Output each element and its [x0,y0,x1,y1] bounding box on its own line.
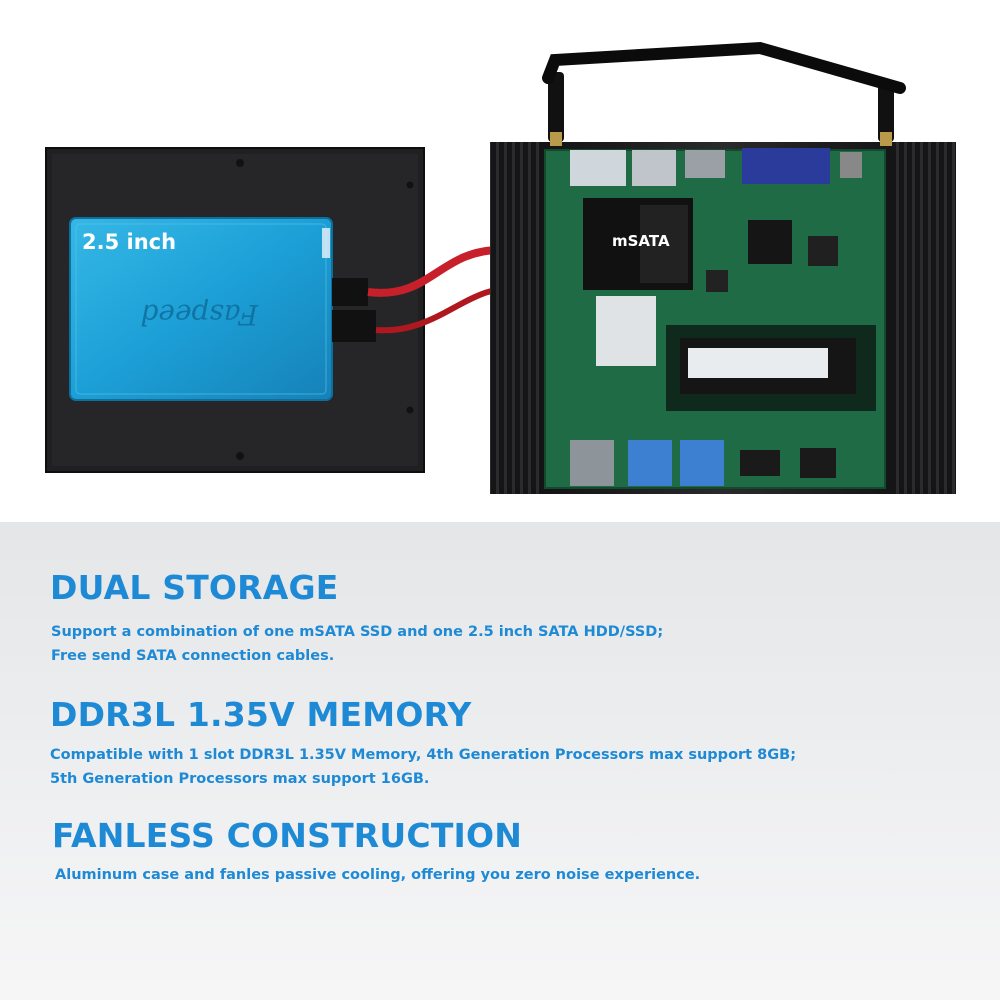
description-line: Free send SATA connection cables. [51,648,335,664]
hdd-size-label: 2.5 inch [82,230,177,254]
hdd-brand-logo: Faspeed [140,298,259,331]
hdd-drive [69,217,376,401]
section-heading-dual-storage: DUAL STORAGE [50,568,339,607]
motherboard [544,148,886,489]
mini-pc-illustration: Faspeed [45,41,956,494]
description-line: Compatible with 1 slot DDR3L 1.35V Memor… [50,747,796,763]
section-description-memory: Compatible with 1 slot DDR3L 1.35V Memor… [50,743,796,791]
description-line: 5th Generation Processors max support 16… [50,771,430,787]
msata-label: mSATA [612,232,670,250]
feature-info-panel [0,522,1000,1000]
section-description-fanless: Aluminum case and fanles passive cooling… [55,863,700,887]
hdd-brand-text: Faspeed [140,298,259,331]
description-line: Support a combination of one mSATA SSD a… [51,624,664,640]
section-heading-fanless: FANLESS CONSTRUCTION [52,816,523,855]
antennas [542,41,906,146]
product-photo: Faspeed [45,41,956,494]
section-description-dual-storage: Support a combination of one mSATA SSD a… [51,620,663,668]
section-heading-memory: DDR3L 1.35V MEMORY [50,695,472,734]
description-line: Aluminum case and fanles passive cooling… [55,867,701,883]
